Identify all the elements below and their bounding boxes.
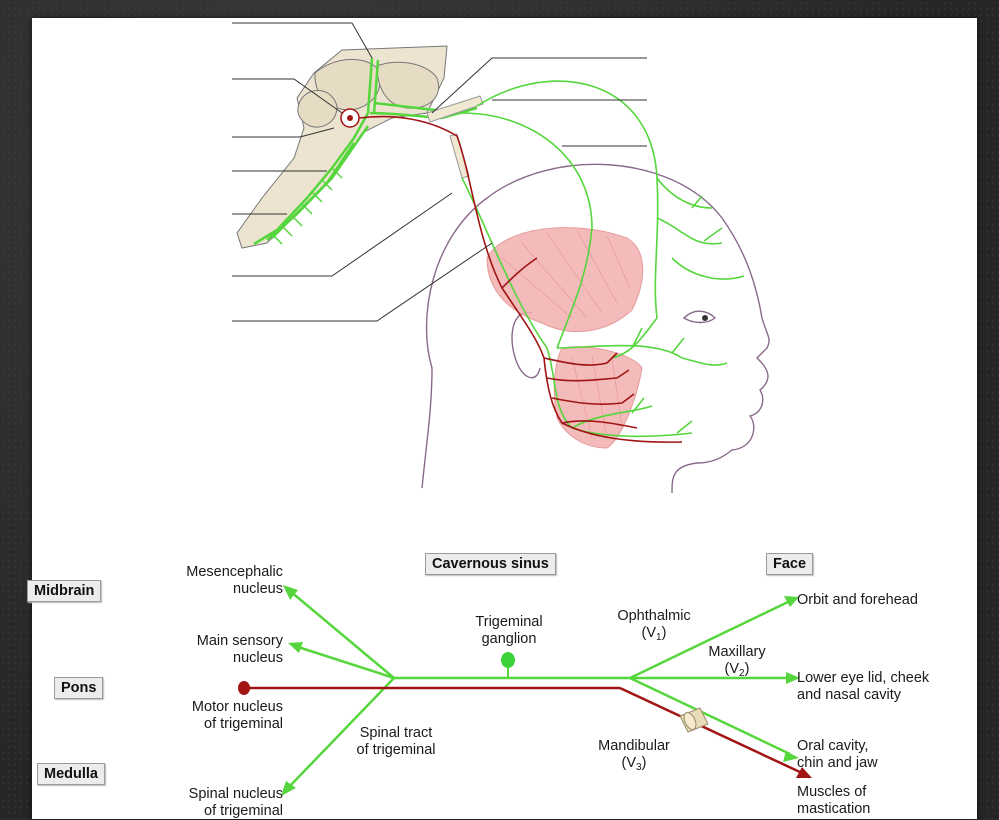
- schematic-motor-line: [245, 688, 802, 773]
- slide: Midbrain Pons Medulla Cavernous sinus Fa…: [32, 18, 977, 819]
- label-motor-nucleus: Motor nucleus of trigeminal: [192, 699, 283, 733]
- label-mandibular: Mandibular (V3): [584, 738, 684, 776]
- region-face: Face: [766, 553, 813, 575]
- label-trigeminal-ganglion: Trigeminal ganglion: [454, 614, 564, 648]
- label-spinal-tract: Spinal tract of trigeminal: [332, 725, 460, 759]
- label-ophthalmic: Ophthalmic (V1): [604, 608, 704, 646]
- trigeminal-ganglion-shape: [501, 652, 515, 668]
- label-maxillary: Maxillary (V2): [697, 644, 777, 682]
- region-pons: Pons: [54, 677, 103, 699]
- label-mesencephalic-nucleus: Mesencephalic nucleus: [186, 564, 283, 598]
- label-orbit-forehead: Orbit and forehead: [797, 592, 918, 609]
- label-lower-eye-lid: Lower eye lid, cheek and nasal cavity: [797, 670, 929, 704]
- motor-nucleus-oval: [238, 681, 250, 695]
- label-muscles-of-mastication: Muscles of mastication: [797, 784, 870, 818]
- label-spinal-nucleus: Spinal nucleus of trigeminal: [189, 786, 283, 820]
- region-cavernous-sinus: Cavernous sinus: [425, 553, 556, 575]
- region-midbrain: Midbrain: [27, 580, 101, 602]
- label-oral-cavity: Oral cavity, chin and jaw: [797, 738, 878, 772]
- label-main-sensory-nucleus: Main sensory nucleus: [197, 633, 283, 667]
- region-medulla: Medulla: [37, 763, 105, 785]
